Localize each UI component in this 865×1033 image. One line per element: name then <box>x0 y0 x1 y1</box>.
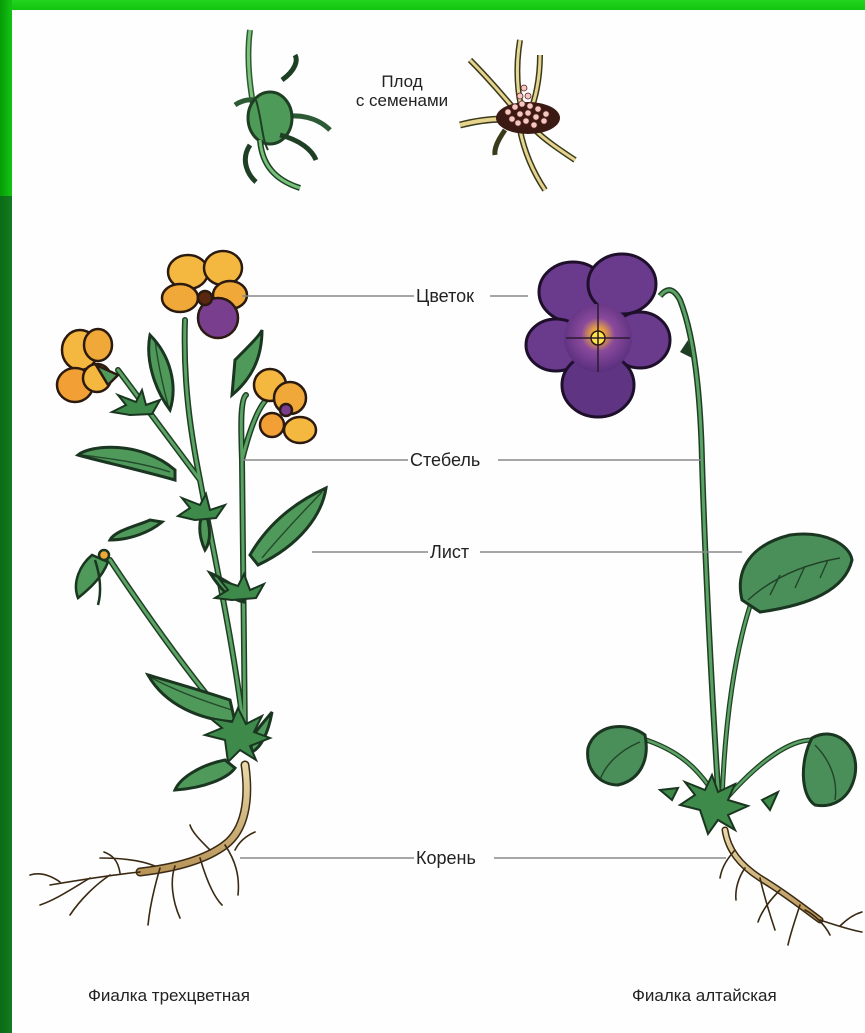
label-stem: Стебель <box>408 450 482 470</box>
pansy-flower-left <box>57 329 118 402</box>
fruit-label: Плод с семенами <box>337 72 467 110</box>
fruit-label-line1: Плод <box>337 72 467 91</box>
label-leaf: Лист <box>428 542 471 562</box>
fruit-open-capsule-with-seeds <box>460 40 575 190</box>
viola-altaica-plant <box>526 254 862 945</box>
viola-tricolor-plant <box>30 251 326 925</box>
caption-viola-altaica: Фиалка алтайская <box>632 986 777 1006</box>
fruit-label-line2: с семенами <box>337 91 467 110</box>
caption-viola-tricolor: Фиалка трехцветная <box>88 986 250 1006</box>
pansy-flower-top <box>162 251 247 338</box>
label-root: Корень <box>414 848 478 868</box>
label-flower: Цветок <box>414 286 476 306</box>
leader-lines <box>240 296 742 858</box>
altai-violet-flower <box>526 254 670 417</box>
fruit-green-capsule <box>235 30 330 188</box>
pansy-bud <box>76 550 109 605</box>
viola-tricolor-root <box>30 765 255 925</box>
viola-altaica-root <box>720 830 862 945</box>
